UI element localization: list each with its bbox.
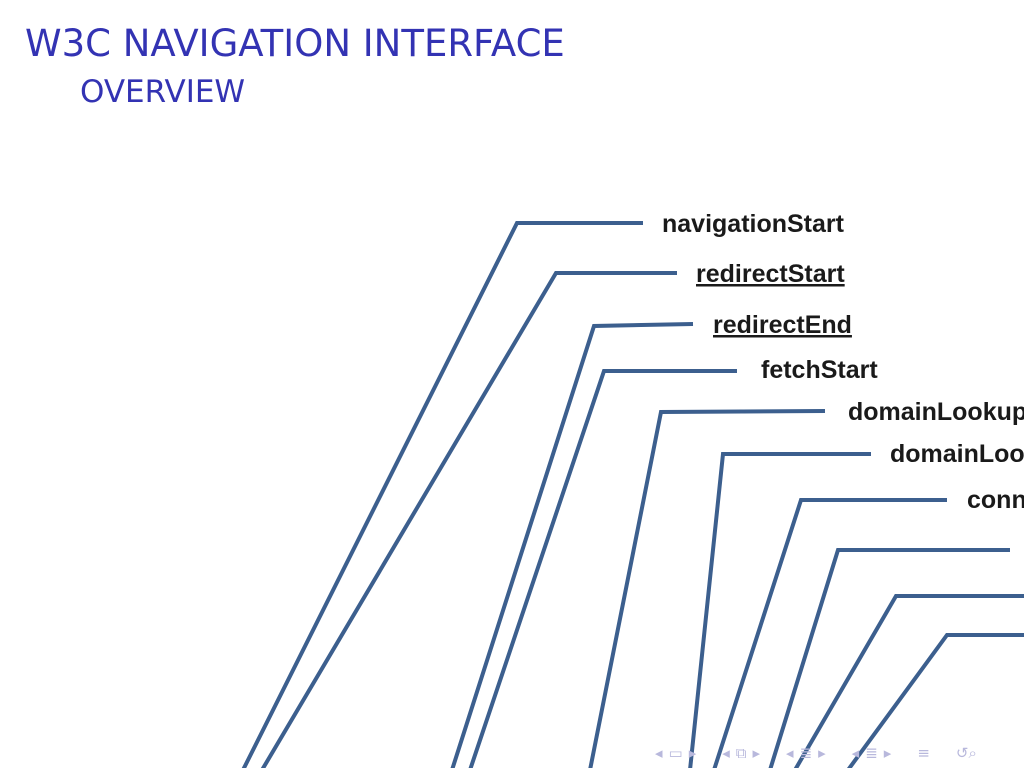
nav-left-arrow-icon[interactable]: ◂ bbox=[655, 744, 663, 762]
nav-section-icon[interactable]: ≣ bbox=[865, 744, 878, 762]
nav-left-arrow-icon[interactable]: ◂ bbox=[851, 744, 860, 762]
leader-line-domain-lookup-end bbox=[688, 452, 871, 768]
frame-subtitle: OVERVIEW bbox=[80, 74, 246, 110]
leader-line-redirect-end bbox=[450, 322, 694, 768]
label-redirect-end: redirectEnd bbox=[713, 311, 852, 339]
beamer-navigation-bar: ◂ ▭ ▸ ◂ ⧉ ▸ ◂ ≣ ▸ ◂ ≣ ▸ ≡ ↺⌕ bbox=[655, 742, 977, 764]
nav-right-arrow-icon[interactable]: ▸ bbox=[688, 744, 697, 762]
label-domain-lookup-start: domainLookup bbox=[848, 398, 1024, 426]
leader-line-domain-lookup-start bbox=[588, 409, 826, 768]
leader-line-redirect-start bbox=[260, 271, 677, 768]
nav-right-arrow-icon[interactable]: ▸ bbox=[752, 744, 761, 762]
label-connect-start: conn bbox=[967, 486, 1024, 514]
leader-line-connect-start bbox=[712, 498, 947, 768]
nav-toc-icon[interactable]: ≡ bbox=[917, 744, 930, 762]
leader-line-connect-end bbox=[768, 548, 1010, 768]
nav-right-arrow-icon[interactable]: ▸ bbox=[818, 744, 826, 762]
leader-line-request-start bbox=[846, 633, 1024, 768]
label-navigation-start: navigationStart bbox=[662, 210, 845, 238]
leader-line-fetch-start bbox=[468, 369, 737, 768]
nav-frame-icon[interactable]: ▭ bbox=[668, 744, 683, 762]
frame-title: W3C NAVIGATION INTERFACE bbox=[25, 22, 565, 65]
label-domain-lookup-end: domainLoo bbox=[890, 440, 1024, 468]
label-redirect-start: redirectStart bbox=[696, 260, 845, 288]
nav-search-icon[interactable]: ↺⌕ bbox=[955, 744, 977, 762]
nav-left-arrow-icon[interactable]: ◂ bbox=[722, 744, 730, 762]
nav-right-arrow-icon[interactable]: ▸ bbox=[883, 744, 892, 762]
leader-line-secure-connection bbox=[793, 594, 1024, 768]
nav-left-arrow-icon[interactable]: ◂ bbox=[786, 744, 794, 762]
leader-line-navigation-start bbox=[241, 221, 643, 768]
nav-subsection-icon[interactable]: ⧉ bbox=[735, 744, 747, 762]
label-fetch-start: fetchStart bbox=[761, 356, 878, 384]
nav-section-icon[interactable]: ≣ bbox=[799, 744, 813, 762]
